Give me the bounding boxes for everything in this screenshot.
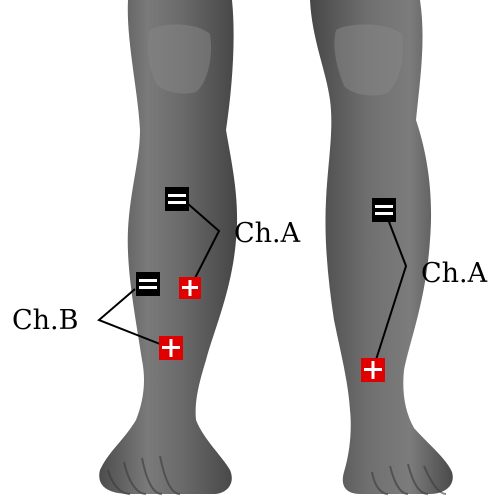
right-ch-a-label: Ch.A [421, 258, 488, 289]
right-ch-a-positive-pad [361, 358, 385, 382]
right-knee-shading [334, 24, 403, 95]
left-ch-a-negative-pad [165, 187, 189, 211]
left-leg [99, 0, 237, 494]
left-ch-b-label: Ch.B [12, 305, 78, 336]
left-ch-a-positive-pad [179, 277, 201, 299]
left-ch-b-positive-pad [159, 336, 183, 360]
right-ch-a-negative-pad [372, 198, 396, 222]
right-leg [310, 0, 453, 494]
left-ch-a-label: Ch.A [234, 218, 301, 249]
left-knee-shading [148, 24, 211, 93]
left-ch-b-negative-pad [136, 272, 160, 296]
